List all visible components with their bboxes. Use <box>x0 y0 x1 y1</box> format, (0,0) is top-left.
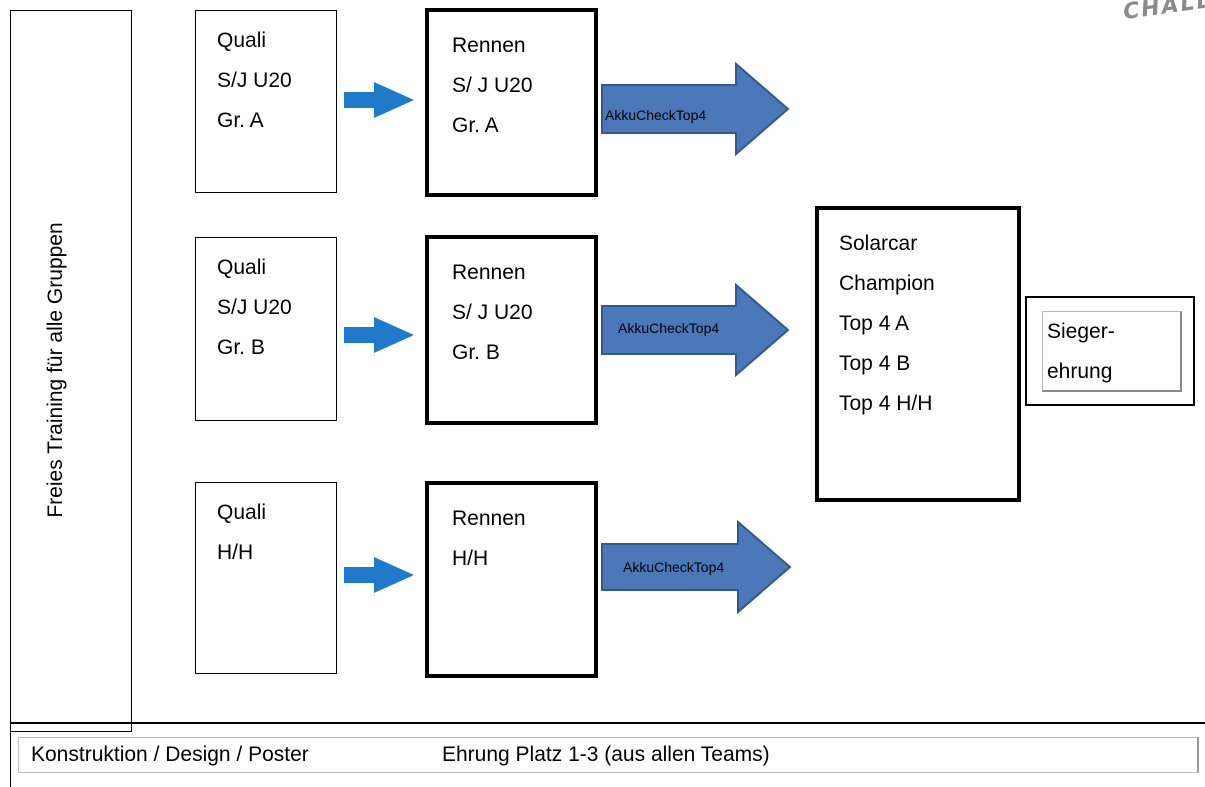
rennen-h-line-2: H/H <box>452 547 489 570</box>
akku-label-b: AkkuCheckTop4 <box>618 320 720 336</box>
quali-h-line-2: H/H <box>217 541 254 564</box>
bottom-inner-box <box>18 737 1199 773</box>
rennen-h-box: Rennen H/H <box>425 481 598 678</box>
siegerehrung-line-2: ehrung <box>1047 360 1113 383</box>
akku-arrow-h <box>601 519 792 615</box>
champion-box: Solarcar Champion Top 4 A Top 4 B Top 4 … <box>815 206 1021 502</box>
challenge-logo: CHALL <box>1122 0 1205 26</box>
rennen-a-line-1: Rennen <box>452 34 526 57</box>
quali-a-line-3: Gr. A <box>217 109 264 132</box>
rennen-a-line-3: Gr. A <box>452 114 499 137</box>
champion-line-3: Top 4 A <box>839 312 910 335</box>
quali-b-box: Quali S/J U20 Gr. B <box>195 237 337 421</box>
siegerehrung-line-1: Sieger- <box>1047 320 1115 343</box>
arrow-quali-a-to-rennen-a <box>344 82 414 118</box>
champion-line-5: Top 4 H/H <box>839 392 933 415</box>
rennen-b-box: Rennen S/ J U20 Gr. B <box>425 235 598 425</box>
quali-a-line-2: S/J U20 <box>217 69 292 92</box>
akku-label-a: AkkuCheckTop4 <box>605 107 707 123</box>
quali-b-line-2: S/J U20 <box>217 296 292 319</box>
rennen-h-line-1: Rennen <box>452 507 526 530</box>
bottom-left-line <box>10 722 11 787</box>
quali-h-box: Quali H/H <box>195 482 337 674</box>
rennen-b-line-2: S/ J U20 <box>452 301 533 324</box>
arrow-quali-h-to-rennen-h <box>344 557 414 593</box>
quali-b-line-3: Gr. B <box>217 336 265 359</box>
akku-label-h: AkkuCheckTop4 <box>623 559 725 575</box>
champion-line-4: Top 4 B <box>839 352 911 375</box>
rennen-a-box: Rennen S/ J U20 Gr. A <box>425 8 598 197</box>
free-training-box <box>10 10 132 732</box>
bottom-top-line <box>10 722 1205 724</box>
akku-arrow-b <box>601 282 790 378</box>
free-training-label: Freies Training für alle Gruppen <box>44 222 67 518</box>
rennen-b-line-3: Gr. B <box>452 341 500 364</box>
akku-arrow-a <box>601 61 790 157</box>
siegerehrung-inner-box: Sieger- ehrung <box>1042 311 1182 392</box>
champion-line-1: Solarcar <box>839 232 918 255</box>
champion-line-2: Champion <box>839 272 935 295</box>
quali-a-line-1: Quali <box>217 29 267 52</box>
rennen-b-line-1: Rennen <box>452 261 526 284</box>
bottom-right-text: Ehrung Platz 1-3 (aus allen Teams) <box>442 743 770 766</box>
quali-a-box: Quali S/J U20 Gr. A <box>195 10 337 193</box>
quali-b-line-1: Quali <box>217 256 267 279</box>
rennen-a-line-2: S/ J U20 <box>452 74 533 97</box>
quali-h-line-1: Quali <box>217 501 267 524</box>
arrow-quali-b-to-rennen-b <box>344 317 414 353</box>
bottom-left-text: Konstruktion / Design / Poster <box>31 743 309 766</box>
